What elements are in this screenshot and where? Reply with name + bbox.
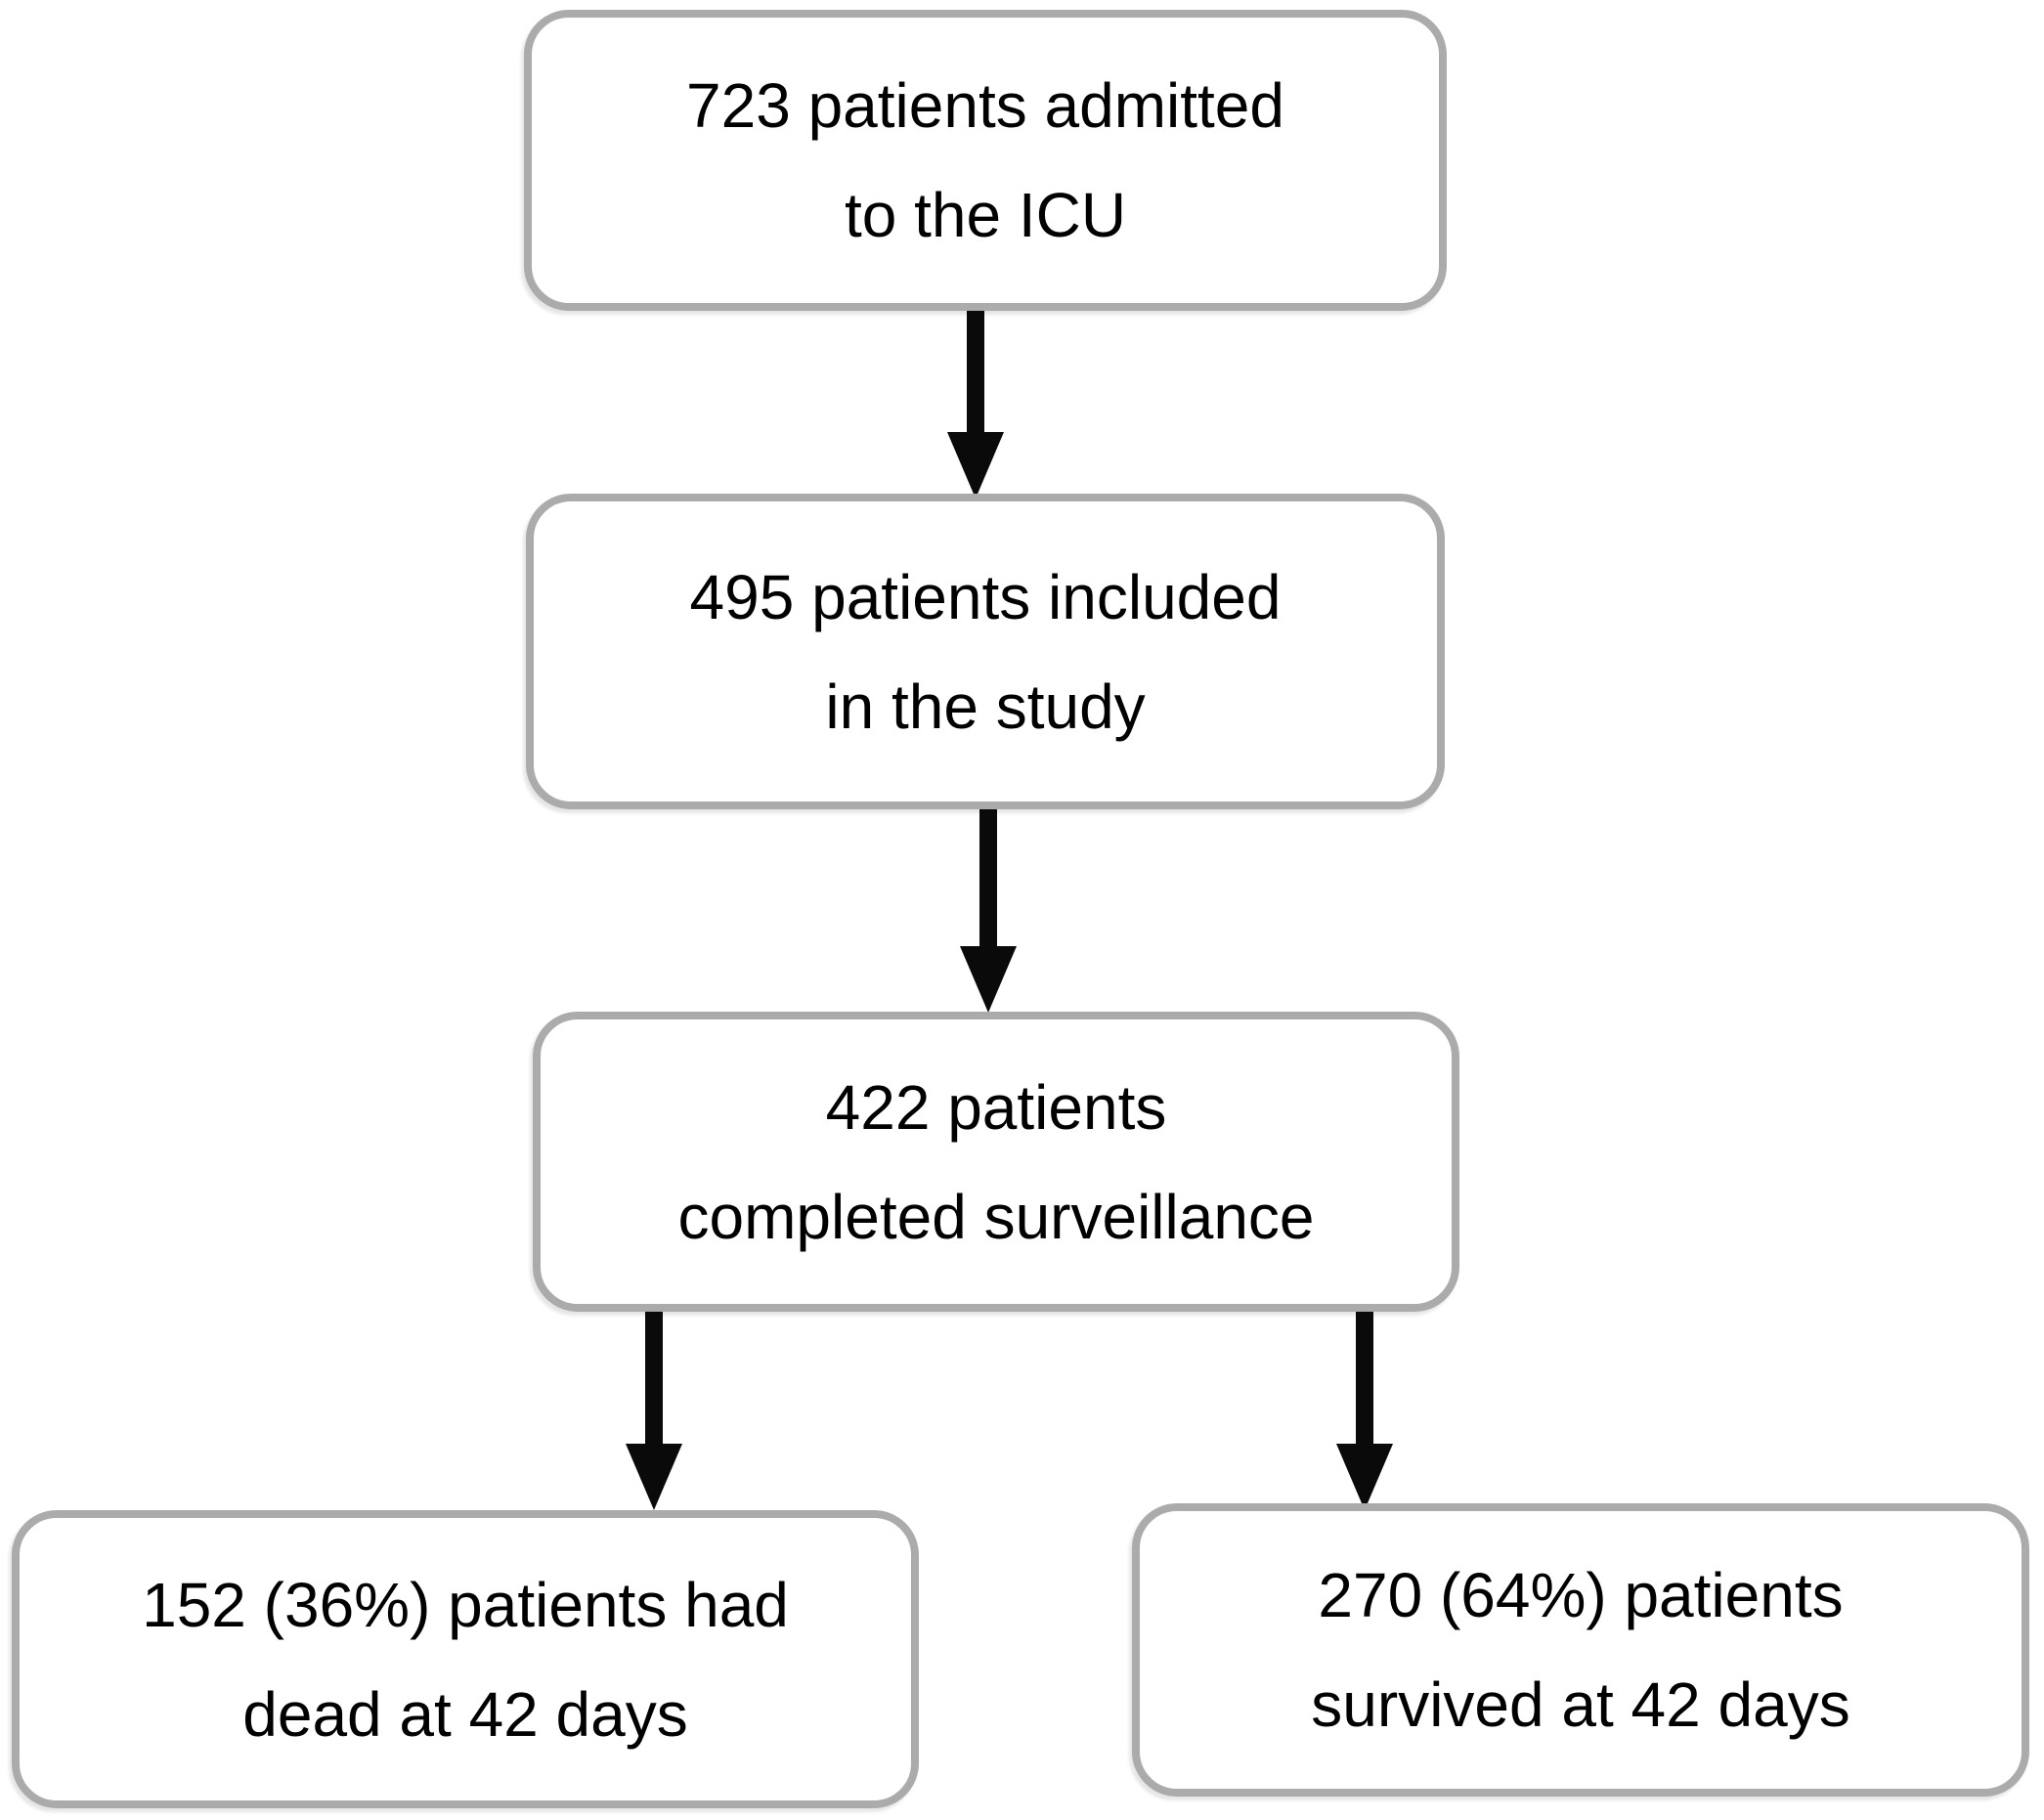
node-text-line: survived at 42 days — [1311, 1669, 1850, 1740]
node-text-line: 495 patients included — [689, 561, 1282, 632]
node-text-line: completed surveillance — [677, 1181, 1315, 1252]
node-patients-included: 495 patients included in the study — [526, 494, 1445, 809]
arrow-shaft — [645, 1312, 663, 1444]
down-arrow-connector-right — [1335, 1312, 1394, 1510]
node-patients-survived: 270 (64%) patients survived at 42 days — [1132, 1503, 2029, 1797]
node-patients-admitted: 723 patients admitted to the ICU — [524, 10, 1447, 311]
arrow-shaft — [967, 311, 984, 432]
node-text-line: in the study — [825, 671, 1146, 742]
down-arrow-connector-1 — [946, 311, 1005, 498]
node-text-line: 723 patients admitted — [686, 70, 1284, 141]
node-text-line: 152 (36%) patients had — [142, 1569, 789, 1640]
node-completed-surveillance: 422 patients completed surveillance — [533, 1012, 1459, 1312]
node-text-line: dead at 42 days — [242, 1678, 688, 1750]
down-arrow-connector-left — [625, 1312, 683, 1510]
node-text-line: 270 (64%) patients — [1318, 1560, 1844, 1630]
arrowhead-down-icon — [947, 432, 1004, 498]
node-patients-dead: 152 (36%) patients had dead at 42 days — [12, 1510, 919, 1808]
node-text-line: to the ICU — [844, 180, 1127, 250]
arrow-shaft — [979, 809, 997, 946]
arrowhead-down-icon — [626, 1444, 682, 1510]
down-arrow-connector-2 — [959, 809, 1018, 1013]
arrowhead-down-icon — [1336, 1444, 1393, 1510]
node-text-line: 422 patients — [825, 1071, 1167, 1143]
arrowhead-down-icon — [960, 946, 1017, 1013]
arrow-shaft — [1356, 1312, 1373, 1444]
